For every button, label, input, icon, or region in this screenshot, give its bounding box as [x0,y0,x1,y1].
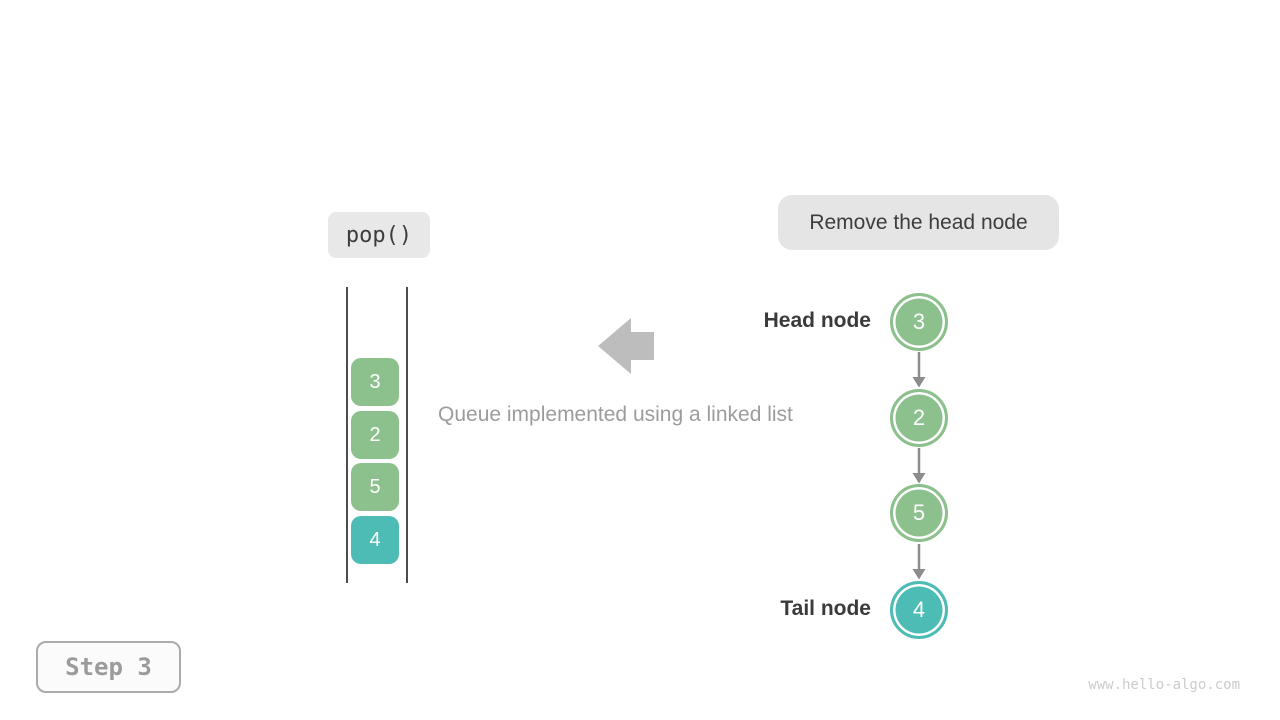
watermark: www.hello-algo.com [1088,677,1240,693]
head-node-label: Head node [763,309,871,332]
stack-wall-left [346,287,348,583]
caption-queue-linked-list: Queue implemented using a linked list [438,403,793,426]
down-arrow-icon [912,448,926,484]
left-block-arrow-icon [598,318,654,374]
down-arrow-icon [912,352,926,388]
stack-item: 2 [351,411,399,459]
linked-list-node: 3 [890,293,948,351]
stack-wall-right [406,287,408,583]
callout-remove-head-node: Remove the head node [778,195,1059,250]
stack-item: 3 [351,358,399,406]
linked-list-node: 2 [890,389,948,447]
linked-list-node: 4 [890,581,948,639]
linked-list-node: 5 [890,484,948,542]
stack-item: 5 [351,463,399,511]
step-badge: Step 3 [36,641,181,693]
tail-node-label: Tail node [780,597,871,620]
pop-operation-label: pop() [328,212,430,258]
stack-item: 4 [351,516,399,564]
down-arrow-icon [912,544,926,580]
